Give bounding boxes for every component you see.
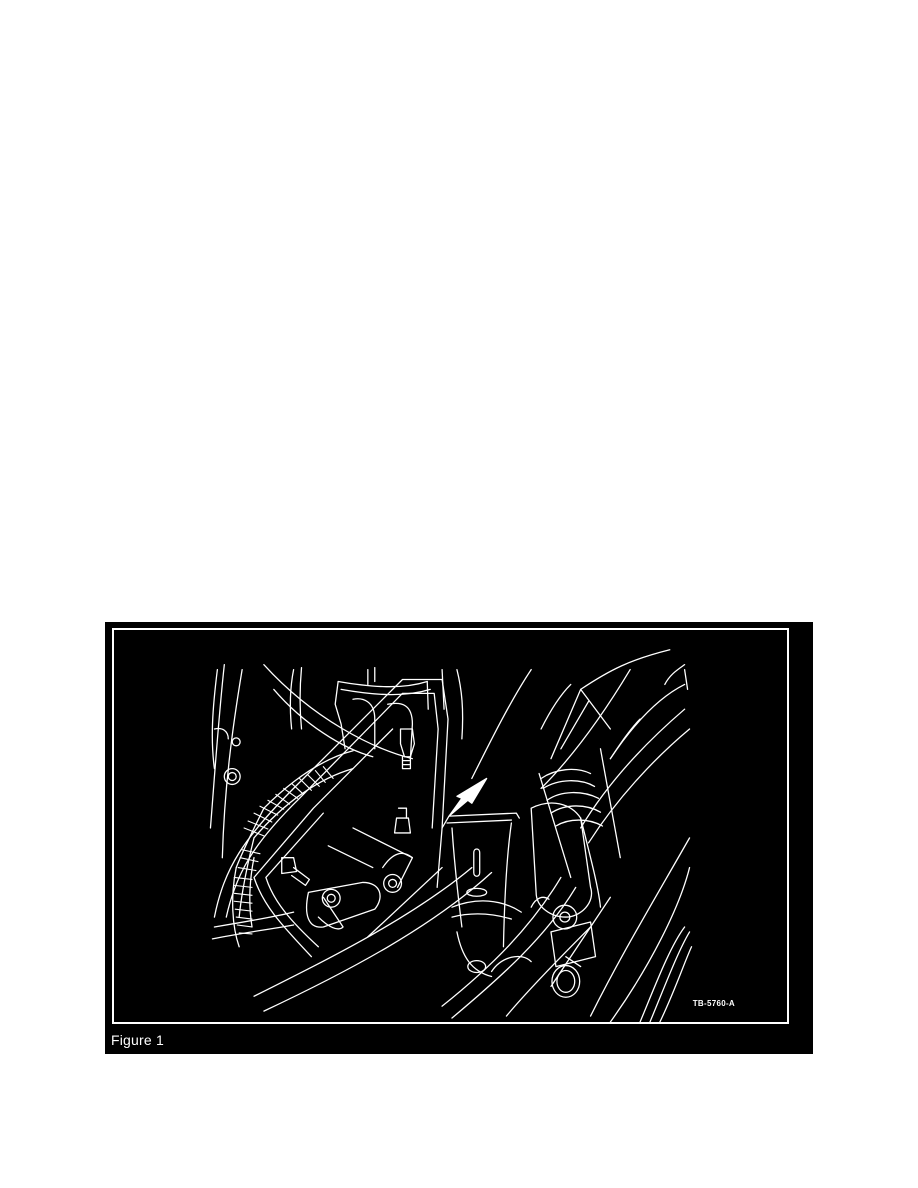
figure-reference-code: TB-5760-A [692,999,735,1008]
figure-frame: TB-5760-A [112,628,789,1024]
figure-1: TB-5760-A Figure 1 [105,622,813,1054]
engine-bay-illustration [209,649,693,1022]
figure-caption: Figure 1 [111,1032,164,1048]
